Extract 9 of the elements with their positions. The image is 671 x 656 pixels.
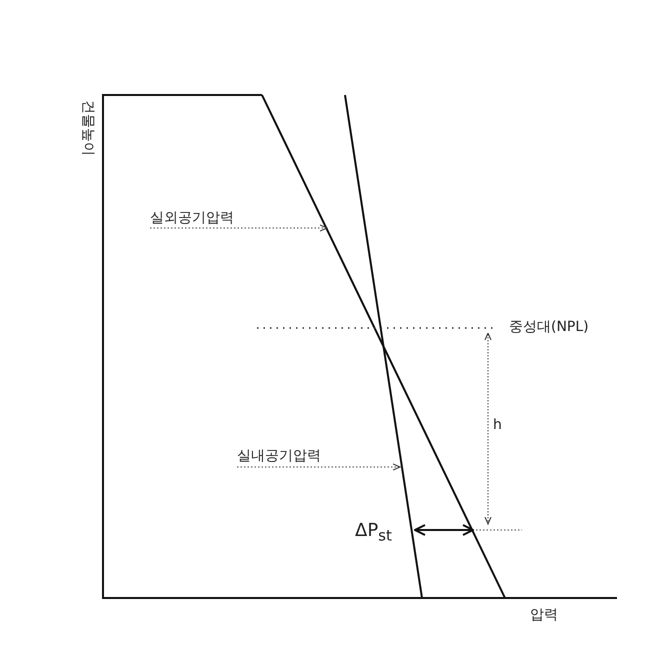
dimension-label: h [493,418,502,432]
pressure-difference-label: ΔP$_{st}$ [355,522,392,544]
plane-label: 중성대(NPL) [509,320,589,334]
x-axis-label: 압력 [530,608,558,622]
callout-label: 실내공기압력 [237,449,321,463]
y-axis-label: 건물높이 [81,100,95,156]
callout-label: 실외공기압력 [150,211,234,225]
leader-line [150,224,328,232]
leader-line [236,464,400,470]
